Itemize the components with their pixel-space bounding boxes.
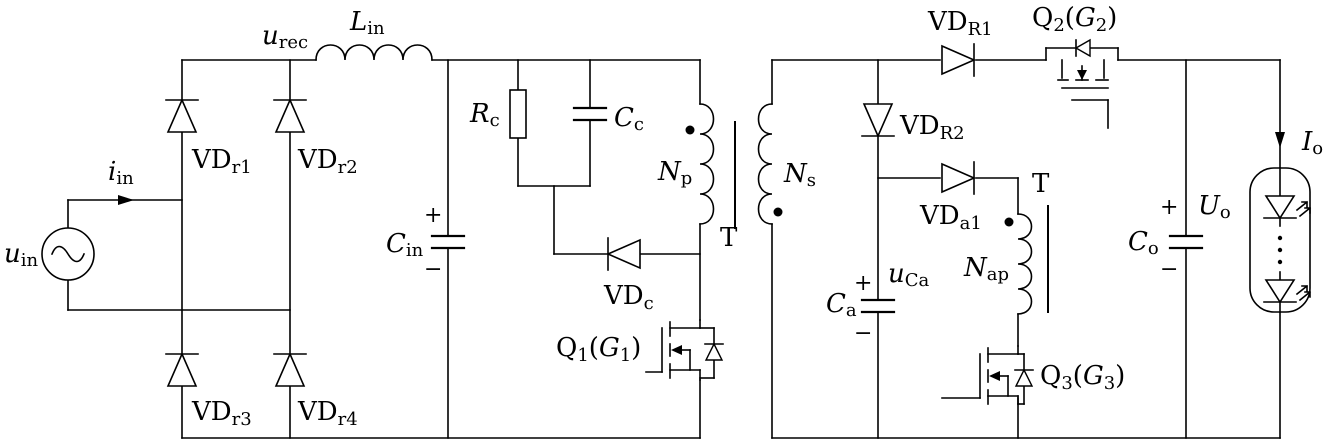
label-cc: Cc [614, 103, 644, 135]
label-vdr4: VDr4 [297, 397, 358, 430]
label-q2: Q2(G2) [1032, 3, 1117, 36]
ac-source [41, 227, 95, 281]
label-t1: T [720, 223, 738, 253]
inductor-lin [315, 44, 433, 61]
current-arrow-out [1275, 132, 1285, 148]
label-vda1: VDa1 [919, 201, 982, 234]
label-nap: Nap [963, 253, 1009, 285]
label-t2: T [1032, 169, 1050, 199]
co-minus: − [1160, 257, 1178, 282]
winding-np [685, 103, 715, 225]
diode-vdc [606, 237, 641, 271]
capacitor-cc [572, 106, 608, 122]
diode-vdr1 [165, 98, 199, 133]
resistor-rc [509, 89, 527, 139]
capacitor-cin [430, 234, 466, 250]
label-vdr2-output: VDR2 [899, 111, 965, 144]
label-lin: Lin [349, 7, 385, 39]
ca-minus: − [854, 321, 872, 346]
mosfet-q3 [941, 345, 1034, 405]
label-q1: Q1(G1) [556, 333, 641, 366]
winding-ns [757, 59, 783, 439]
left-wiring [67, 59, 701, 439]
current-arrow-in [118, 195, 134, 205]
cin-minus: − [424, 257, 442, 282]
diode-vdr2 [273, 98, 307, 133]
capacitor-co [1168, 234, 1204, 250]
diode-vdr2-output [861, 103, 895, 138]
label-uo: Uo [1198, 191, 1231, 223]
label-np: Np [657, 157, 692, 189]
capacitor-ca [860, 298, 896, 314]
labels: urec Lin iin uin VDr1 VDr2 VDr3 VDr4 Cin… [4, 3, 1323, 430]
label-rc: Rc [469, 99, 500, 131]
diode-vdr1-output [941, 43, 976, 77]
label-q3: Q3(G3) [1040, 361, 1125, 394]
label-uca: uCa [888, 259, 930, 291]
led-string [1249, 167, 1312, 313]
co-plus: + [1160, 195, 1178, 220]
label-vdr1: VDr1 [191, 145, 252, 178]
cin-plus: + [424, 203, 442, 228]
label-urec: urec [262, 21, 308, 53]
label-cin: Cin [386, 229, 424, 261]
label-vdr1-output: VDR1 [927, 7, 993, 40]
diode-vda1 [941, 161, 976, 195]
ca-plus: + [854, 271, 872, 296]
label-vdr3: VDr3 [191, 397, 252, 430]
label-vdc: VDc [603, 281, 654, 314]
label-iin: iin [108, 157, 134, 189]
label-vdr2: VDr2 [297, 145, 358, 178]
label-uin: uin [4, 239, 39, 271]
label-io: Io [1301, 127, 1323, 159]
label-co: Co [1128, 227, 1159, 259]
label-ns: Ns [783, 159, 816, 191]
diode-vdr4 [273, 352, 307, 387]
diode-vdr3 [165, 352, 199, 387]
mosfet-q1 [645, 319, 724, 381]
mosfet-q2 [1045, 38, 1119, 129]
label-ca: Ca [826, 289, 857, 321]
winding-nap [1004, 213, 1033, 315]
